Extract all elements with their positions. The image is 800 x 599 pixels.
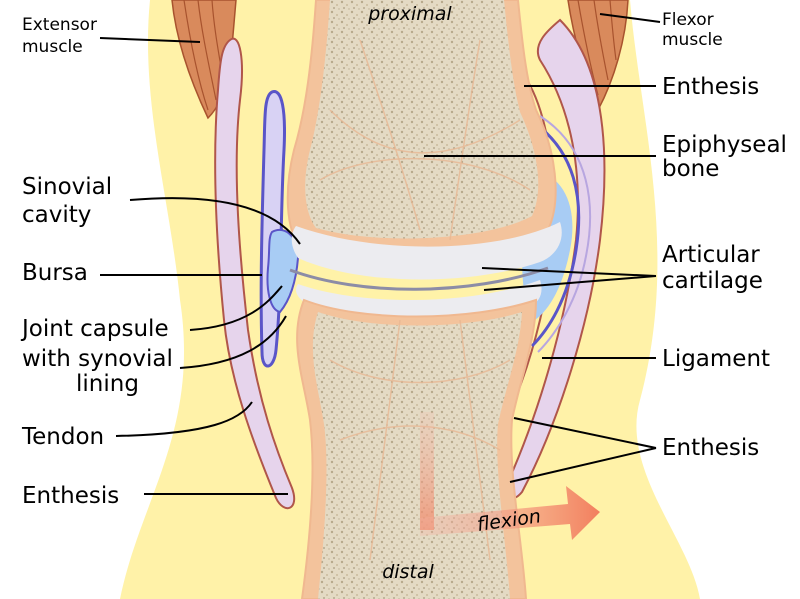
proximal-label: proximal xyxy=(367,3,452,25)
capsule-lining-right xyxy=(529,118,581,348)
extensor-label-line1: Extensor xyxy=(22,15,97,35)
proximal-bone-spongy xyxy=(305,0,539,239)
flexor-label-line2: muscle xyxy=(662,30,723,50)
distal-bone-spongy xyxy=(312,312,522,599)
extensor-tendon xyxy=(214,37,295,510)
joint-capsule-label-line2: with synovial xyxy=(22,346,173,372)
articular-cartilage-upper xyxy=(291,222,562,280)
synovial-cavity-label-line1: Sinovial xyxy=(22,174,112,200)
enthesis-right-label: Enthesis xyxy=(662,435,759,461)
extensor-label-line2: muscle xyxy=(22,37,83,57)
joint-capsule-label-line1: Joint capsule xyxy=(20,316,169,342)
capsule-lining-right-outer xyxy=(537,115,592,353)
enthesis-top-label: Enthesis xyxy=(662,74,759,100)
flexion-arrow xyxy=(420,412,600,540)
epiphyseal-label-line2: bone xyxy=(662,156,719,182)
bursa-label: Bursa xyxy=(22,260,88,286)
leader-lines xyxy=(99,13,661,495)
articular-label-line2: cartilage xyxy=(662,268,763,294)
articular-cartilage-lower xyxy=(296,280,542,319)
tendon-label: Tendon xyxy=(21,424,104,450)
ligament-label: Ligament xyxy=(662,346,770,372)
distal-label: distal xyxy=(382,561,434,583)
epiphyseal-label-line1: Epiphyseal xyxy=(662,132,787,158)
joint-capsule-label-line3: lining xyxy=(76,371,139,397)
joint-gap xyxy=(289,266,549,291)
flexor-label-line1: Flexor xyxy=(662,10,714,30)
enthesis-left-label: Enthesis xyxy=(22,483,119,509)
synovial-cavity-label-line2: cavity xyxy=(22,202,91,228)
articular-label-line1: Articular xyxy=(662,242,760,268)
